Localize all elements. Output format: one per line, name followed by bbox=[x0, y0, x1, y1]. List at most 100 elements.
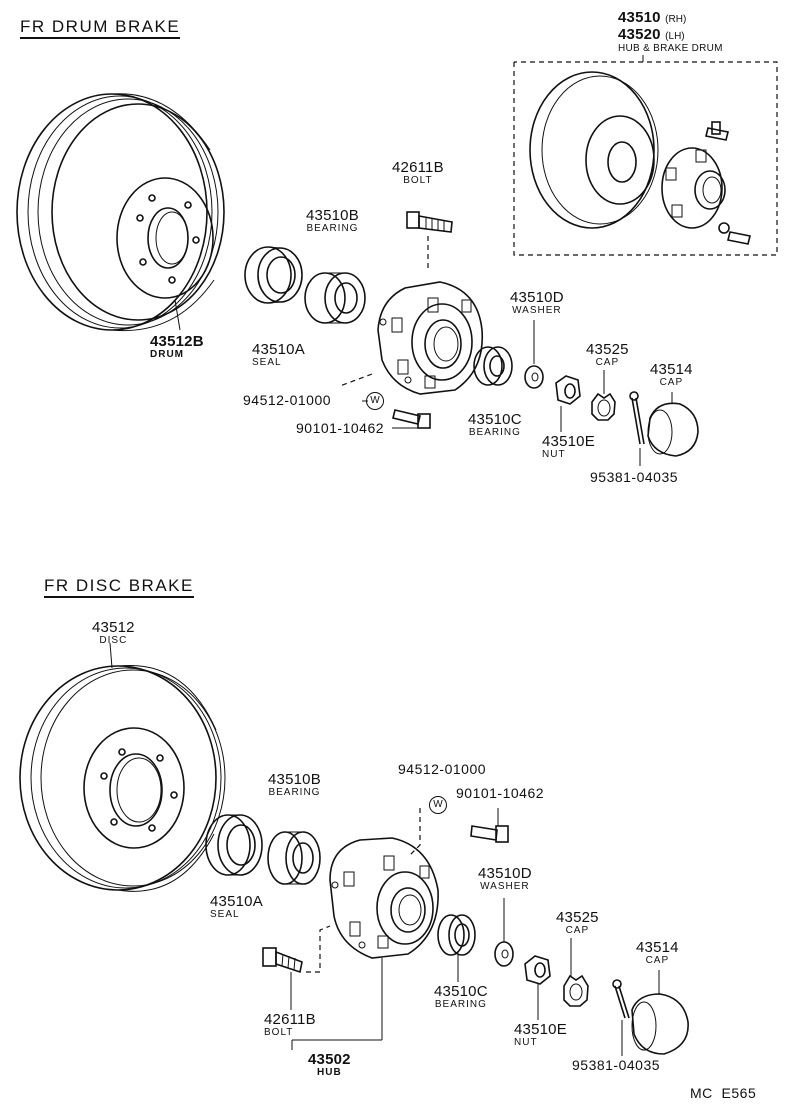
disc-bearing-inner-illustration bbox=[437, 914, 476, 982]
disc-washer-label: 43510D WASHER bbox=[478, 866, 532, 892]
part-name: DISC bbox=[99, 634, 128, 646]
part-name: BEARING bbox=[268, 786, 321, 798]
drum-seal-illustration bbox=[244, 246, 303, 304]
drum-bearing-inner-illustration bbox=[473, 346, 513, 386]
part-name: DRUM bbox=[150, 348, 184, 360]
drum-washer-illustration bbox=[524, 320, 544, 389]
side-tag: (RH) bbox=[665, 14, 687, 25]
drum-nut-label: 43510E NUT bbox=[542, 434, 595, 460]
washer-symbol-icon: W bbox=[366, 392, 384, 410]
disc-hub-bolt-illustration bbox=[409, 808, 509, 856]
part-number: 42611B bbox=[264, 1011, 316, 1028]
part-name: BEARING bbox=[306, 222, 359, 234]
drum-bolt-label: 42611B BOLT bbox=[392, 160, 444, 186]
part-number: 43510B bbox=[306, 207, 359, 224]
drum-bolt-illustration bbox=[406, 211, 453, 272]
drum-small-parts-illustration bbox=[339, 373, 431, 429]
section-title-drum-brake: FR DRUM BRAKE bbox=[20, 18, 181, 39]
part-number: 43512 bbox=[92, 619, 135, 636]
part-number: 43510 bbox=[618, 9, 661, 26]
drum-seal-label: 43510A SEAL bbox=[252, 342, 305, 368]
part-name: CAP bbox=[659, 376, 684, 388]
part-name: WASHER bbox=[480, 880, 530, 892]
drum-label: 43512B DRUM bbox=[150, 334, 204, 360]
disc-bolt-label: 42611B BOLT bbox=[264, 1012, 316, 1038]
drum-nut-cap-illustration bbox=[591, 370, 616, 421]
part-number: 43510D bbox=[478, 865, 532, 882]
part-name: SEAL bbox=[252, 356, 282, 368]
side-tag: (LH) bbox=[665, 30, 685, 42]
disc-hub-illustration bbox=[291, 837, 439, 1050]
disc-hub-bolt-label: 90101-10462 bbox=[456, 785, 545, 801]
part-number: 43510E bbox=[542, 433, 595, 450]
part-name: BOLT bbox=[264, 1026, 294, 1038]
brake-disc-illustration bbox=[19, 642, 226, 892]
disc-grease-cap-label: 43514 CAP bbox=[636, 940, 679, 966]
drum-lock-washer-label: 94512-01000 bbox=[243, 392, 332, 408]
part-name: HUB & BRAKE DRUM bbox=[618, 42, 723, 54]
disc-label: 43512 DISC bbox=[92, 620, 135, 646]
part-name: NUT bbox=[542, 448, 566, 460]
drum-cotter-pin-illustration bbox=[629, 391, 645, 466]
disc-nut-label: 43510E NUT bbox=[514, 1022, 567, 1048]
disc-bearing-inner-label: 43510C BEARING bbox=[434, 984, 488, 1010]
part-number: 43525 bbox=[556, 909, 599, 926]
drum-hub-bolt-label: 90101-10462 bbox=[296, 420, 385, 436]
figure-code: MC E565 bbox=[690, 1085, 757, 1101]
part-number: 43514 bbox=[636, 939, 679, 956]
part-number: 43510C bbox=[468, 411, 522, 428]
part-name: BEARING bbox=[434, 998, 487, 1010]
drum-cotter-pin-label: 95381-04035 bbox=[590, 469, 679, 485]
disc-bolt-illustration bbox=[262, 925, 331, 1010]
disc-seal-label: 43510A SEAL bbox=[210, 894, 263, 920]
part-number: 43510D bbox=[510, 289, 564, 306]
drum-washer-label: 43510D WASHER bbox=[510, 290, 564, 316]
brake-drum-illustration bbox=[16, 93, 225, 332]
part-name: HUB bbox=[317, 1066, 342, 1078]
part-name: SEAL bbox=[210, 908, 240, 920]
disc-nut-cap-label: 43525 CAP bbox=[556, 910, 599, 936]
part-name: CAP bbox=[595, 356, 620, 368]
disc-nut-cap-illustration bbox=[563, 938, 589, 1007]
drum-bearing-inner-label: 43510C BEARING bbox=[468, 412, 522, 438]
disc-bearing-outer-label: 43510B BEARING bbox=[268, 772, 321, 798]
disc-grease-cap-illustration bbox=[631, 970, 689, 1055]
part-number: 43525 bbox=[586, 341, 629, 358]
part-name: CAP bbox=[645, 954, 670, 966]
part-number: 43514 bbox=[650, 361, 693, 378]
disc-nut-illustration bbox=[524, 955, 551, 1020]
part-name: BOLT bbox=[403, 174, 433, 186]
disc-bearing-outer-illustration bbox=[267, 831, 321, 885]
part-number: 43502 bbox=[308, 1051, 351, 1068]
disc-lock-washer-label: 94512-01000 bbox=[398, 761, 487, 777]
part-number: 42611B bbox=[392, 159, 444, 176]
part-number: 43510B bbox=[268, 771, 321, 788]
hub-drum-assembly-inset bbox=[513, 55, 778, 256]
drum-bearing-outer-illustration bbox=[304, 272, 366, 324]
part-number: 43510C bbox=[434, 983, 488, 1000]
drum-nut-illustration bbox=[555, 375, 581, 432]
part-name: CAP bbox=[565, 924, 590, 936]
disc-cotter-pin-illustration bbox=[612, 979, 630, 1056]
part-name: WASHER bbox=[512, 304, 562, 316]
disc-seal-illustration bbox=[205, 814, 263, 876]
disc-washer-illustration bbox=[494, 898, 514, 967]
hub-drum-assembly-label: 43510 (RH) 43520 (LH) HUB & BRAKE DRUM bbox=[618, 10, 723, 54]
hub-label: 43502 HUB bbox=[308, 1052, 351, 1078]
part-number: 43510A bbox=[210, 893, 263, 910]
washer-symbol-icon: W bbox=[429, 796, 447, 814]
part-number: 43510E bbox=[514, 1021, 567, 1038]
drum-grease-cap-label: 43514 CAP bbox=[650, 362, 693, 388]
part-name: BEARING bbox=[468, 426, 521, 438]
section-title-disc-brake: FR DISC BRAKE bbox=[44, 577, 194, 598]
part-number: 43512B bbox=[150, 333, 204, 350]
drum-hub-illustration bbox=[377, 281, 484, 395]
part-number: 43510A bbox=[252, 341, 305, 358]
drum-grease-cap-illustration bbox=[647, 392, 699, 457]
disc-cotter-pin-label: 95381-04035 bbox=[572, 1057, 661, 1073]
part-name: NUT bbox=[514, 1036, 538, 1048]
drum-nut-cap-label: 43525 CAP bbox=[586, 342, 629, 368]
part-number: 43520 bbox=[618, 25, 661, 43]
drum-bearing-outer-label: 43510B BEARING bbox=[306, 208, 359, 234]
